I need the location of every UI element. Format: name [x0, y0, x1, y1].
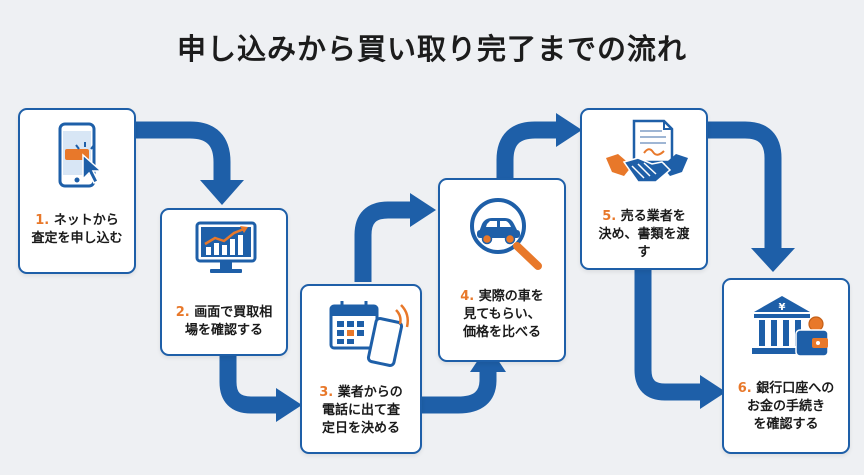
bank-wallet-icon: ¥ — [752, 296, 829, 357]
step-6-number: 6. — [737, 381, 752, 396]
arrowhead-step6-lower — [700, 375, 726, 409]
step-4-line-1: 4. 実際の車を — [460, 289, 544, 304]
arrow-step2-to-step3 — [219, 355, 278, 414]
handshake-document-icon — [606, 119, 688, 183]
arrow-step1-to-step2 — [135, 121, 231, 182]
step-3-line-3: 定日を決める — [321, 421, 400, 436]
smartphone-tap-icon — [58, 122, 103, 188]
magnifier-car-icon — [470, 198, 542, 270]
step-6-line-1: 6. 銀行口座への — [737, 381, 835, 396]
step-card-3: 3. 業者からの 電話に出て査 定日を決める — [300, 284, 422, 454]
step-card-4: 4. 実際の車を 見てもらい、 価格を比べる — [438, 178, 566, 362]
step-1-line-2: 査定を申し込む — [31, 231, 123, 246]
arrow-step3-to-step4 — [354, 201, 412, 282]
step-5-number: 5. — [602, 209, 617, 224]
step-2-line-1: 2. 画面で買取相 — [175, 305, 273, 320]
arrow-step5-to-step6-upper — [705, 121, 782, 250]
monitor-chart-icon — [195, 221, 257, 273]
step-card-6: ¥ 6. 銀行口座への お金の手続き を確認する — [722, 278, 850, 454]
arrowhead-step2 — [200, 180, 244, 205]
step-4-line-3: 価格を比べる — [462, 325, 541, 340]
calendar-phone-icon — [329, 301, 409, 367]
arrowhead-step4 — [410, 193, 436, 227]
svg-text:¥: ¥ — [779, 302, 786, 313]
arrow-step4-to-step5 — [496, 121, 558, 180]
arrowhead-step3 — [276, 388, 302, 422]
step-3-line-1: 3. 業者からの — [319, 385, 403, 400]
arrow-step3-to-step4-lower — [420, 370, 497, 414]
step-card-2: 2. 画面で買取相 場を確認する — [160, 208, 288, 356]
step-1-number: 1. — [35, 213, 50, 228]
step-5-line-1: 5. 売る業者を — [602, 209, 686, 224]
step-card-5: 5. 売る業者を 決め、書類を渡 す — [580, 108, 708, 270]
step-3-number: 3. — [319, 385, 334, 400]
step-4-label: 4. 実際の車を 見てもらい、 価格を比べる — [444, 288, 560, 342]
step-2-number: 2. — [175, 305, 190, 320]
step-card-1: 1. ネットから 査定を申し込む — [18, 108, 136, 274]
step-1-line-1: 1. ネットから — [35, 213, 119, 228]
step-2-label: 2. 画面で買取相 場を確認する — [166, 304, 282, 340]
step-1-label: 1. ネットから 査定を申し込む — [24, 212, 130, 248]
step-5-line-3: す — [637, 245, 651, 260]
step-5-label: 5. 売る業者を 決め、書類を渡 す — [586, 208, 702, 262]
step-4-line-2: 見てもらい、 — [463, 307, 541, 322]
page-title: 申し込みから買い取り完了までの流れ — [176, 32, 687, 66]
step-2-line-2: 場を確認する — [184, 323, 263, 338]
arrowhead-step5 — [556, 113, 582, 147]
step-4-number: 4. — [460, 289, 475, 304]
step-3-line-2: 電話に出て査 — [321, 403, 400, 418]
arrowhead-step6 — [751, 248, 795, 272]
step-6-line-2: お金の手続き — [746, 399, 825, 414]
arrow-step5-to-step6-lower — [634, 268, 702, 401]
step-3-label: 3. 業者からの 電話に出て査 定日を決める — [306, 384, 416, 438]
step-6-line-3: を確認する — [753, 417, 819, 432]
step-6-label: 6. 銀行口座への お金の手続き を確認する — [728, 380, 844, 434]
step-5-line-2: 決め、書類を渡 — [598, 227, 690, 242]
